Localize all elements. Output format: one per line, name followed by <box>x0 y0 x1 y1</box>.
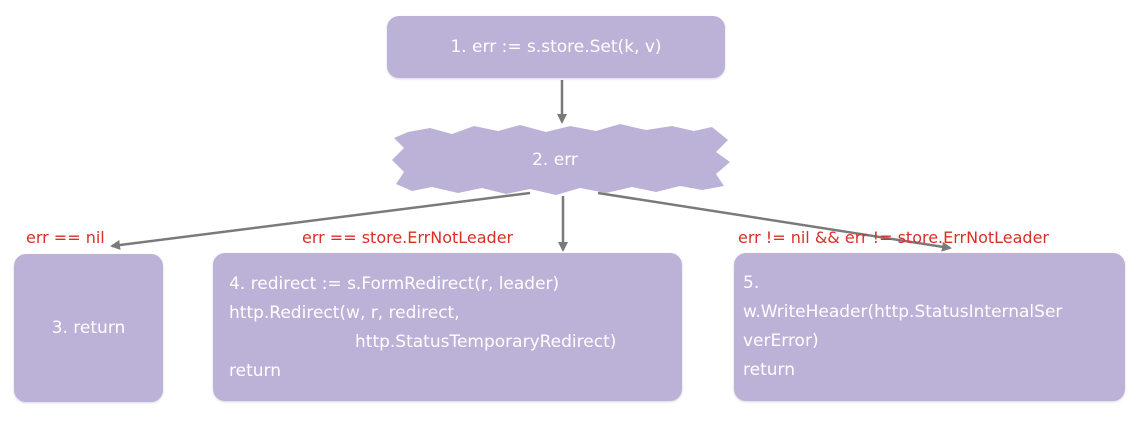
arrow-step2-to-step5 <box>597 191 952 252</box>
arrow-step2-to-step3 <box>110 191 531 250</box>
step-2-text: 2. err <box>532 150 578 170</box>
step-1-text: 1. err := s.store.Set(k, v) <box>450 36 662 57</box>
step-5-line-4: return <box>743 360 795 380</box>
step-2-decision: 2. err <box>470 140 640 180</box>
step-5-line-1: 5. <box>743 273 760 293</box>
step-3-text: 3. return <box>51 317 126 338</box>
step-4-line-2: http.Redirect(w, r, redirect, <box>229 303 460 323</box>
step-1-node: 1. err := s.store.Set(k, v) <box>387 16 725 78</box>
edge-label-err-other: err != nil && err != store.ErrNotLeader <box>738 228 1050 247</box>
step-4-line-1: 4. redirect := s.FormRedirect(r, leader) <box>229 274 560 294</box>
step-4-line-4: return <box>229 361 281 381</box>
decision-node-shape <box>392 124 730 195</box>
step-4-line-3: http.StatusTemporaryRedirect) <box>355 332 617 352</box>
step-4-node: 4. redirect := s.FormRedirect(r, leader)… <box>213 253 682 401</box>
step-5-line-2: w.WriteHeader(http.StatusInternalSer <box>743 302 1063 322</box>
edge-label-err-not-leader: err == store.ErrNotLeader <box>302 228 514 247</box>
edge-label-err-nil: err == nil <box>26 228 105 247</box>
step-5-node: 5. w.WriteHeader(http.StatusInternalSer … <box>734 253 1125 401</box>
step-3-node: 3. return <box>14 254 163 402</box>
step-5-line-3: verError) <box>743 331 819 351</box>
